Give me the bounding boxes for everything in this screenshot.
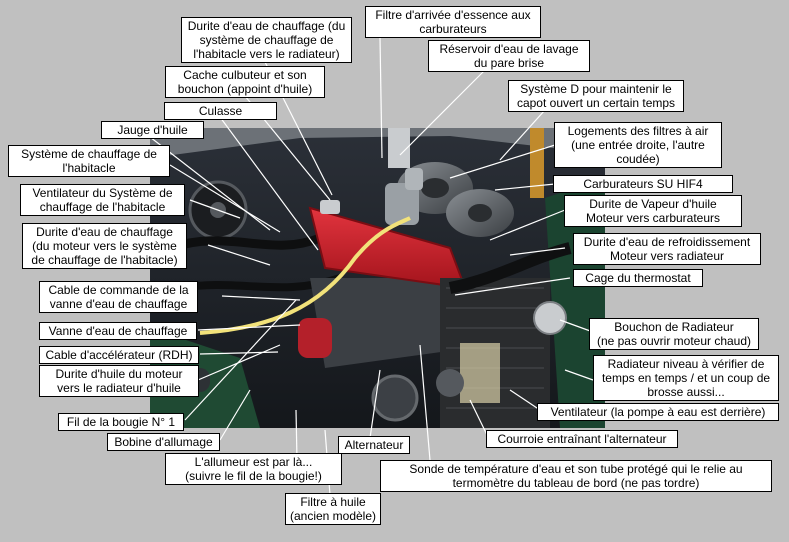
label-jauge: Jauge d'huile xyxy=(101,121,204,139)
label-temp-sensor: Sonde de température d'eau et son tube p… xyxy=(380,460,772,492)
label-alternator: Alternateur xyxy=(338,436,410,454)
label-coil: Bobine d'allumage xyxy=(107,433,220,451)
label-carbs: Carburateurs SU HIF4 xyxy=(553,175,733,193)
engine-bay-photo xyxy=(150,128,605,428)
engine-illustration xyxy=(150,128,605,428)
label-radiator-cap: Bouchon de Radiateur(ne pas ouvrir moteu… xyxy=(589,318,759,350)
label-throttle-cable: Cable d'accélérateur (RDH) xyxy=(39,346,199,364)
label-heater-hose-engine: Durite d'eau de chauffage(du moteur vers… xyxy=(22,223,187,269)
label-belt: Courroie entraînant l'alternateur xyxy=(486,430,678,448)
label-air-filters: Logements des filtres à air(une entrée d… xyxy=(554,122,722,168)
label-culasse: Culasse xyxy=(164,102,277,120)
label-spark-wire: Fil de la bougie N° 1 xyxy=(58,413,184,431)
label-thermostat: Cage du thermostat xyxy=(573,269,703,287)
label-oil-filter: Filtre à huile(ancien modèle) xyxy=(285,493,381,525)
label-distributor: L'allumeur est par là...(suivre le fil d… xyxy=(165,453,342,485)
label-heater-valve: Vanne d'eau de chauffage xyxy=(39,322,197,340)
label-fan: Ventilateur (la pompe à eau est derrière… xyxy=(537,403,779,421)
